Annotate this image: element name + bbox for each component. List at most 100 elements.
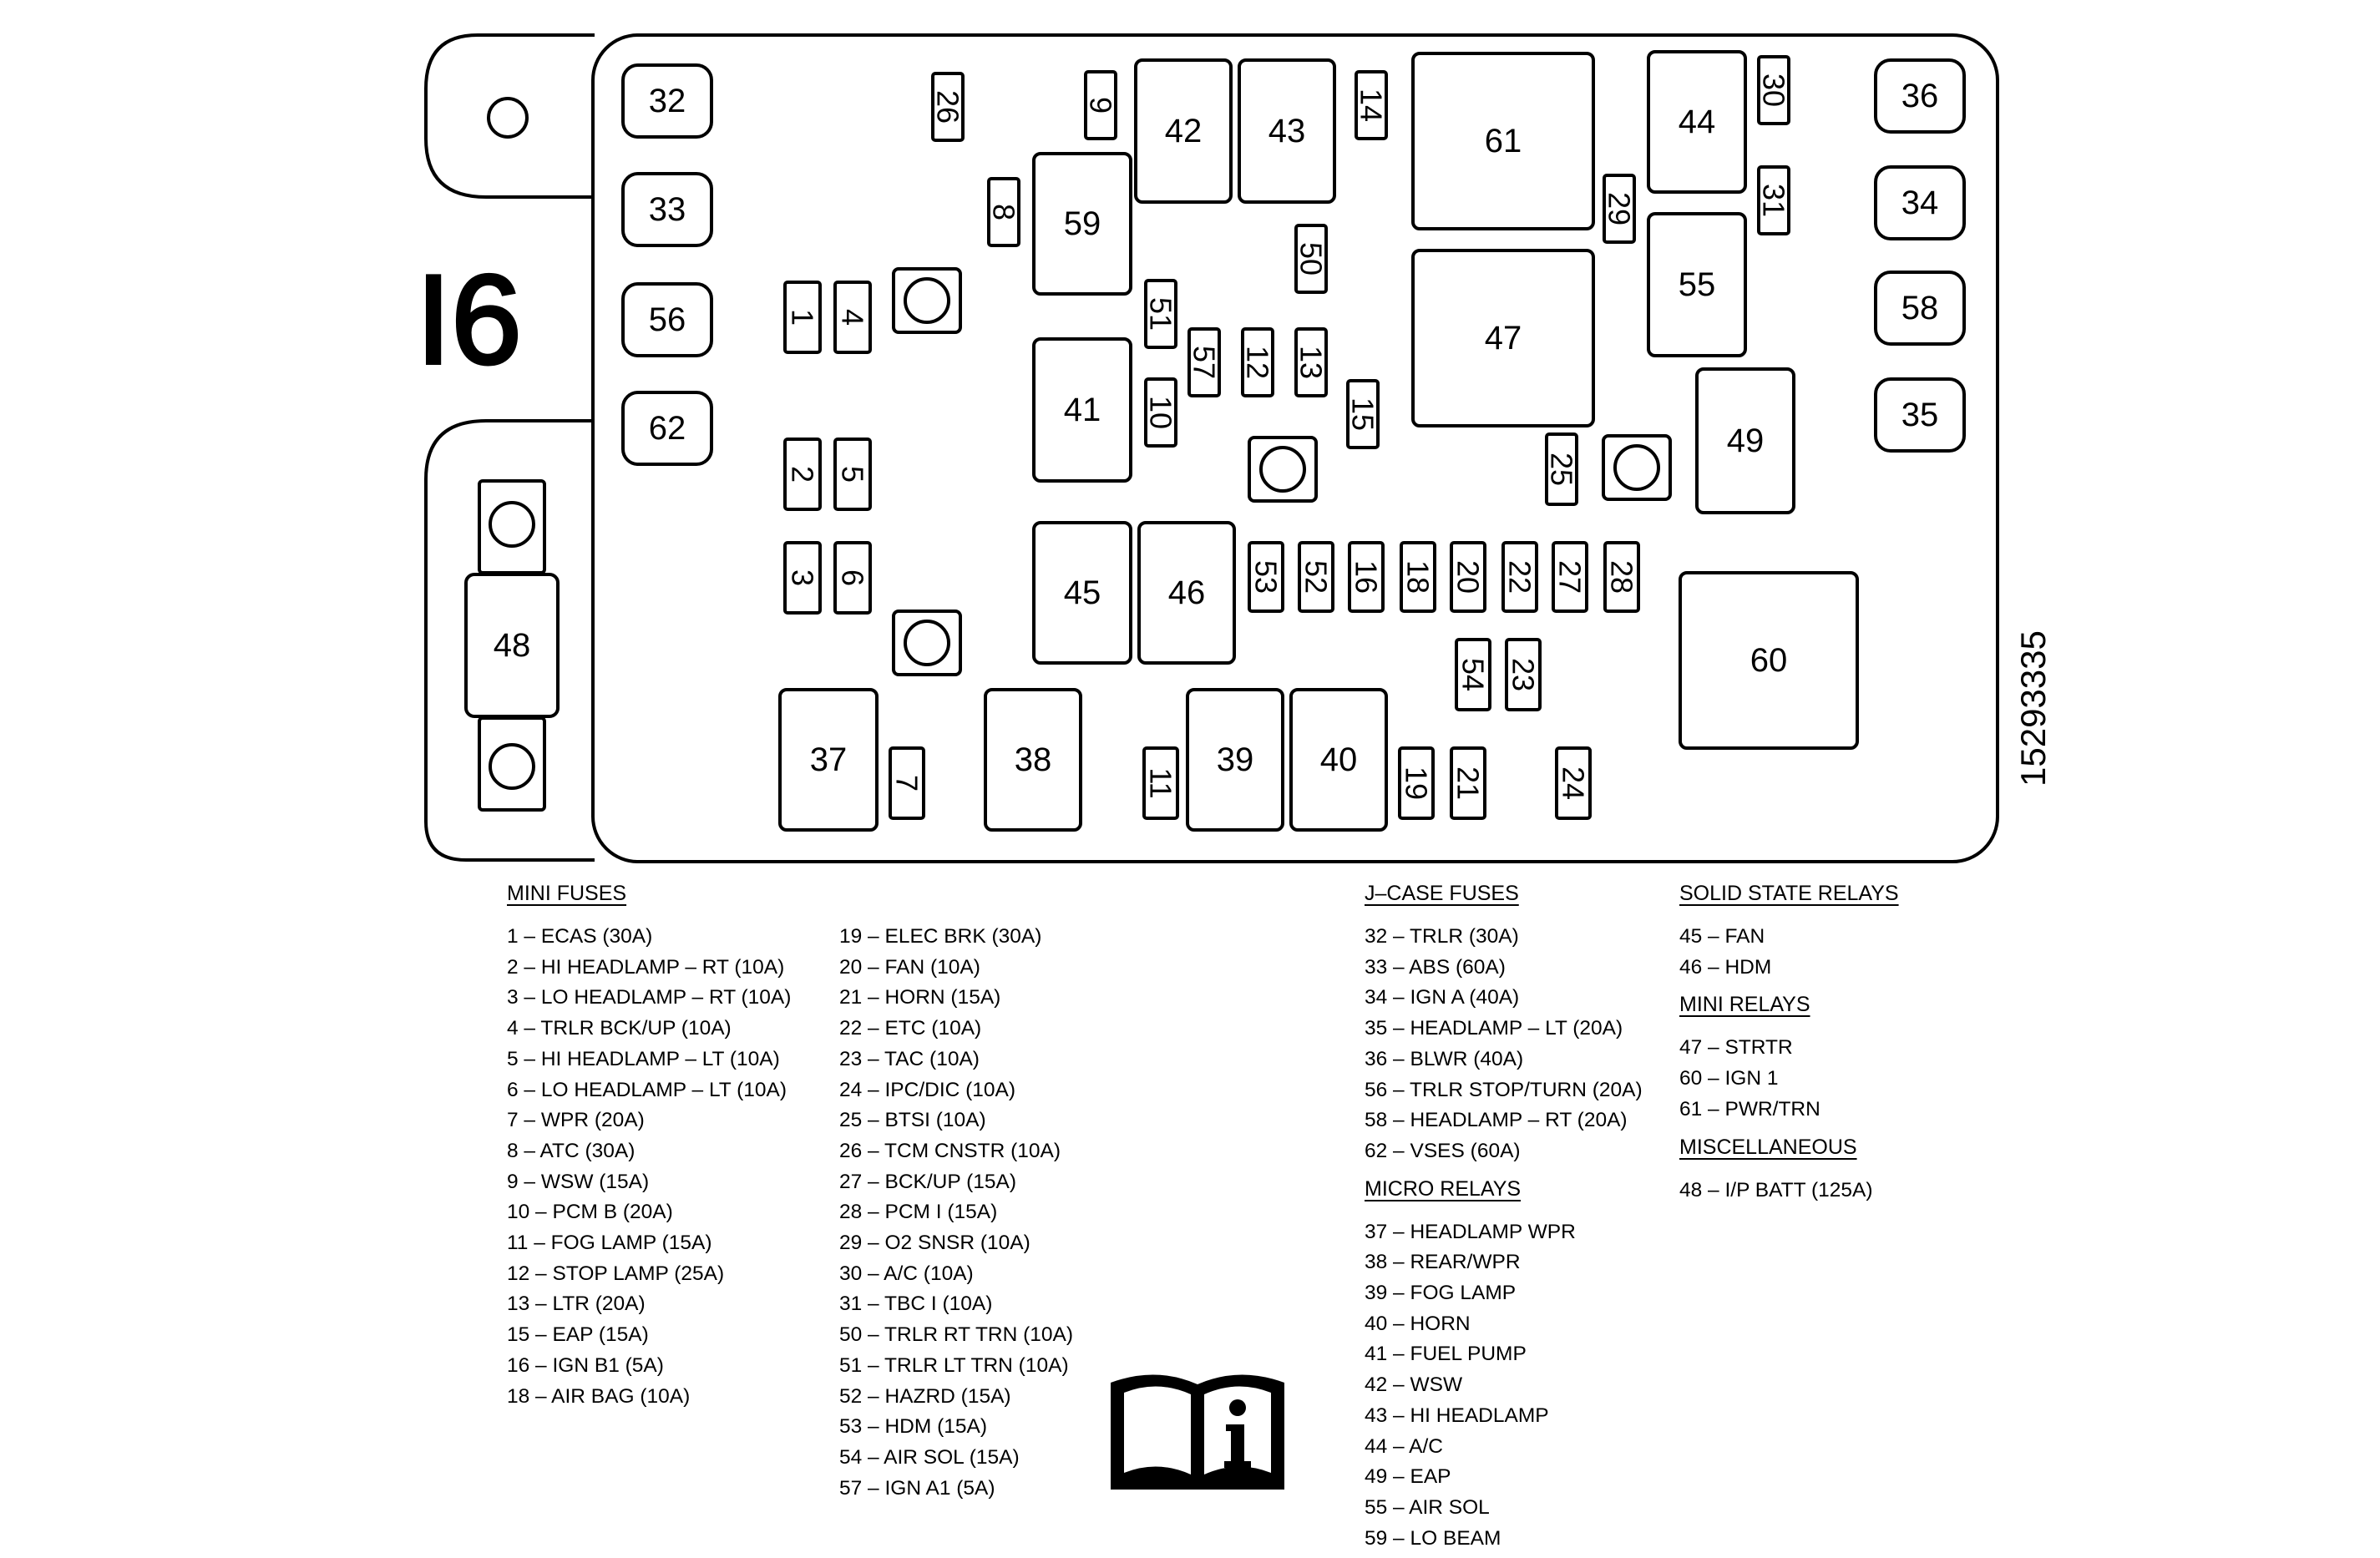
component-label: 4	[836, 309, 870, 326]
component-label: 44	[1679, 104, 1716, 140]
legend-item: 60 – IGN 1	[1679, 1067, 1779, 1090]
component-18: 18	[1400, 541, 1436, 613]
component-41: 41	[1032, 337, 1132, 483]
legend-item: 57 – IGN A1 (5A)	[839, 1476, 995, 1500]
component-46: 46	[1137, 521, 1236, 665]
legend-heading: MICRO RELAYS	[1365, 1176, 1522, 1201]
component-label: 29	[1603, 192, 1637, 225]
component-34: 34	[1874, 165, 1966, 240]
legend-item: 9 – WSW (15A)	[507, 1170, 650, 1193]
component-label: 9	[1084, 97, 1118, 114]
fuse-box-outline	[591, 33, 1999, 863]
component-16: 16	[1348, 541, 1385, 613]
legend-item: 59 – LO BEAM	[1365, 1526, 1501, 1550]
component-10: 10	[1144, 377, 1178, 448]
legend-item: 32 – TRLR (30A)	[1365, 925, 1519, 948]
legend-item: 11 – FOG LAMP (15A)	[507, 1232, 712, 1255]
legend-item: 22 – ETC (10A)	[839, 1017, 982, 1040]
component-label: 10	[1144, 396, 1178, 429]
legend-item: 44 – A/C	[1365, 1434, 1443, 1458]
component-40: 40	[1289, 688, 1388, 832]
upper-mounting-tab	[424, 33, 595, 199]
legend-item: 8 – ATC (30A)	[507, 1139, 636, 1162]
legend-jcase-fuses: J–CASE FUSES 32 – TRLR (30A)33 – ABS (60…	[1365, 878, 1643, 1554]
component-label: 53	[1249, 560, 1284, 594]
component-52: 52	[1298, 541, 1334, 613]
component-label: 26	[931, 90, 965, 124]
legend-item: 19 – ELEC BRK (30A)	[839, 925, 1042, 948]
legend-mini-fuses-col2: 19 – ELEC BRK (30A)20 – FAN (10A)21 – HO…	[839, 922, 1073, 1504]
component-22: 22	[1501, 541, 1538, 613]
component-label: 28	[1605, 560, 1639, 594]
component-label: 11	[1144, 767, 1178, 798]
component-13: 13	[1294, 327, 1329, 397]
component-label: 42	[1165, 113, 1203, 149]
legend-item: 18 – AIR BAG (10A)	[507, 1384, 691, 1408]
component-53: 53	[1248, 541, 1284, 613]
mounting-screw	[892, 610, 962, 676]
component-55: 55	[1647, 212, 1747, 357]
component-label: 45	[1064, 574, 1101, 611]
component-label: 30	[1757, 73, 1791, 107]
component-label: 38	[1015, 741, 1052, 778]
component-59: 59	[1032, 152, 1132, 296]
component-50: 50	[1294, 224, 1329, 294]
legend-item: 39 – FOG LAMP	[1365, 1282, 1517, 1305]
legend-item: 48 – I/P BATT (125A)	[1679, 1178, 1873, 1201]
component-label: 23	[1506, 658, 1541, 691]
component-8: 8	[987, 177, 1021, 247]
component-label: 58	[1901, 290, 1939, 326]
component-43: 43	[1238, 58, 1336, 204]
component-label: 27	[1553, 560, 1588, 594]
component-21: 21	[1450, 746, 1486, 820]
component-25: 25	[1545, 432, 1579, 506]
component-label: 25	[1545, 453, 1579, 486]
legend-item: 10 – PCM B (20A)	[507, 1201, 673, 1224]
legend-item: 25 – BTSI (10A)	[839, 1109, 986, 1132]
component-label: 3	[786, 569, 820, 586]
legend-item: 28 – PCM I (15A)	[839, 1201, 998, 1224]
component-label: 48	[494, 627, 531, 664]
component-45: 45	[1032, 521, 1132, 665]
component-label: 51	[1144, 297, 1178, 331]
component-23: 23	[1505, 638, 1542, 711]
component-label: 2	[786, 466, 820, 483]
component-44: 44	[1647, 50, 1747, 194]
component-label: 21	[1451, 766, 1486, 800]
component-label: 49	[1727, 422, 1765, 459]
component-label: 35	[1901, 397, 1939, 433]
legend-item: 1 – ECAS (30A)	[507, 925, 653, 948]
component-label: 55	[1679, 266, 1716, 303]
component-26: 26	[931, 72, 965, 142]
component-label: 12	[1241, 346, 1275, 379]
legend-item: 6 – LO HEADLAMP – LT (10A)	[507, 1078, 787, 1101]
component-label: 6	[836, 569, 870, 586]
component-15: 15	[1346, 379, 1380, 449]
component-label: 37	[810, 741, 848, 778]
legend-item: 50 – TRLR RT TRN (10A)	[839, 1323, 1074, 1347]
mounting-screw	[1602, 434, 1672, 501]
legend-item: 4 – TRLR BCK/UP (10A)	[507, 1017, 732, 1040]
component-12: 12	[1241, 327, 1275, 397]
component-label: 14	[1355, 89, 1389, 122]
legend-item: 34 – IGN A (40A)	[1365, 986, 1520, 1009]
legend-item: 56 – TRLR STOP/TURN (20A)	[1365, 1078, 1643, 1101]
component-31: 31	[1757, 165, 1791, 235]
component-54: 54	[1455, 638, 1491, 711]
component-7: 7	[889, 746, 925, 820]
legend-item: 51 – TRLR LT TRN (10A)	[839, 1353, 1069, 1377]
legend-item: 37 – HEADLAMP WPR	[1365, 1220, 1576, 1243]
legend-item: 53 – HDM (15A)	[839, 1415, 988, 1439]
component-label: 46	[1168, 574, 1206, 611]
legend-item: 55 – AIR SOL	[1365, 1495, 1490, 1519]
component-9: 9	[1084, 70, 1118, 140]
component-58: 58	[1874, 271, 1966, 346]
owner-manual-info-icon	[1111, 1374, 1284, 1490]
component-51: 51	[1144, 279, 1178, 349]
component-label: 34	[1901, 185, 1939, 221]
legend-heading: MINI RELAYS	[1679, 993, 1810, 1017]
legend-heading: SOLID STATE RELAYS	[1679, 882, 1899, 905]
legend-item: 26 – TCM CNSTR (10A)	[839, 1139, 1061, 1162]
